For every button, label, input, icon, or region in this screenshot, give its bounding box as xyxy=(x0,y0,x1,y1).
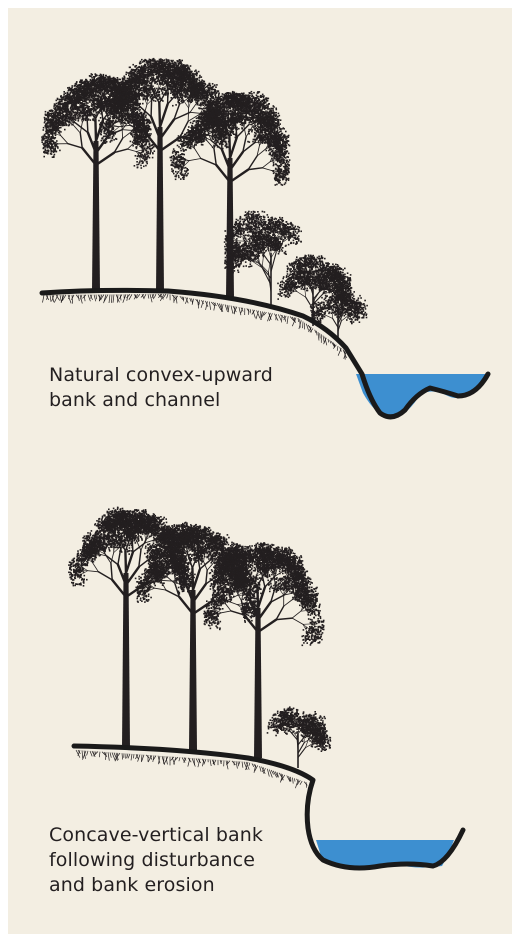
bottom-sapling-1 xyxy=(267,706,332,768)
bottom-caption-line-2: following disturbance xyxy=(49,848,263,873)
bottom-ground-texture xyxy=(76,750,307,788)
top-sapling-3 xyxy=(310,283,368,340)
top-caption: Natural convex-upward bank and channel xyxy=(49,363,273,413)
top-ground-texture xyxy=(43,294,347,360)
bottom-caption-line-3: and bank erosion xyxy=(49,873,263,898)
top-caption-line-1: Natural convex-upward xyxy=(49,363,273,388)
figure-panel: Natural convex-upward bank and channel C… xyxy=(8,8,512,934)
top-caption-line-2: bank and channel xyxy=(49,388,273,413)
bottom-scene xyxy=(68,507,463,869)
figure-artwork xyxy=(8,8,512,934)
bottom-grass-strokes xyxy=(76,750,307,788)
bottom-caption: Concave-vertical bank following disturba… xyxy=(49,823,263,898)
bottom-tree-group xyxy=(68,507,331,768)
bottom-caption-line-1: Concave-vertical bank xyxy=(49,823,263,848)
top-tree-group xyxy=(41,58,368,340)
top-grass-strokes xyxy=(43,294,347,360)
